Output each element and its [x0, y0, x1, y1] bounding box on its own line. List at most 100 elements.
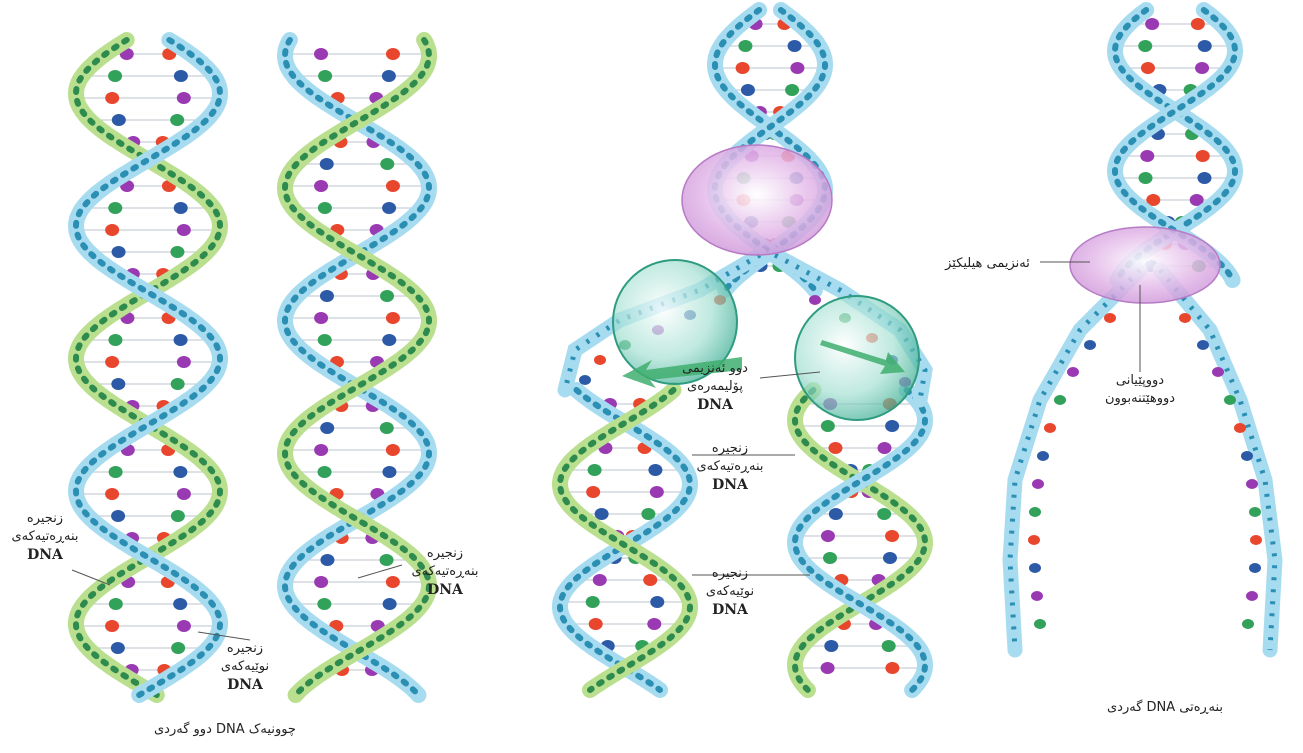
nucleotide-base — [1195, 62, 1209, 74]
new-strand-label: زنجیرە نوێیەکەی DNA — [195, 640, 295, 694]
nucleotide-base — [382, 334, 396, 346]
unpaired-base — [1179, 313, 1191, 323]
nucleotide-base — [111, 378, 125, 390]
dna-polymerase-right — [795, 296, 919, 420]
middle-new-strand-label: زنجیرە نوێیەکەی DNA — [680, 565, 780, 619]
unpaired-base — [1031, 591, 1043, 601]
nucleotide-base — [1145, 18, 1159, 30]
nucleotide-base — [828, 442, 842, 454]
nucleotide-base — [386, 180, 400, 192]
nucleotide-base — [1191, 18, 1205, 30]
unpaired-base — [1246, 591, 1258, 601]
nucleotide-base — [821, 530, 835, 542]
nucleotide-base — [177, 488, 191, 500]
nucleotide-base — [386, 48, 400, 60]
nucleotide-base — [588, 464, 602, 476]
nucleotide-base — [790, 62, 804, 74]
nucleotide-base — [883, 552, 897, 564]
nucleotide-base — [1198, 40, 1212, 52]
daughter-molecules-caption: دوو گەردی DNA چوونیەک — [100, 722, 350, 737]
unpaired-base — [1242, 619, 1254, 629]
unpaired-base — [1241, 451, 1253, 461]
left-parental-strand-label: زنجیرە بنەڕەتیەکەی DNA — [0, 510, 90, 564]
nucleotide-base — [320, 158, 334, 170]
nucleotide-base — [1197, 172, 1211, 184]
unpaired-base — [1044, 423, 1056, 433]
nucleotide-base — [318, 334, 332, 346]
replicating-dna-lower-right-helix — [795, 390, 925, 690]
unpaired-base — [1029, 563, 1041, 573]
nucleotide-base — [173, 598, 187, 610]
nucleotide-base — [829, 508, 843, 520]
unpaired-base — [1029, 507, 1041, 517]
nucleotide-base — [109, 466, 123, 478]
nucleotide-base — [788, 40, 802, 52]
unpaired-base — [1249, 507, 1261, 517]
nucleotide-base — [738, 40, 752, 52]
nucleotide-base — [648, 464, 662, 476]
nucleotide-base — [318, 466, 332, 478]
nucleotide-base — [823, 552, 837, 564]
nucleotide-base — [171, 642, 185, 654]
nucleotide-base — [317, 598, 331, 610]
nucleotide-base — [108, 202, 122, 214]
nucleotide-base — [785, 84, 799, 96]
unpaired-base — [1028, 535, 1040, 545]
nucleotide-base — [380, 554, 394, 566]
right-parental-strand-label: زنجیرە بنەڕەتیەکەی DNA — [395, 545, 495, 599]
nucleotide-base — [877, 508, 891, 520]
nucleotide-base — [108, 334, 122, 346]
nucleotide-base — [314, 576, 328, 588]
nucleotide-base — [1138, 40, 1152, 52]
nucleotide-base — [318, 70, 332, 82]
nucleotide-base — [105, 620, 119, 632]
nucleotide-base — [1196, 150, 1210, 162]
unpaired-base — [1034, 619, 1046, 629]
nucleotide-base — [174, 202, 188, 214]
unpaired-base — [1054, 395, 1066, 405]
nucleotide-base — [112, 114, 126, 126]
nucleotide-base — [174, 70, 188, 82]
unpaired-base — [579, 375, 591, 385]
nucleotide-base — [589, 618, 603, 630]
nucleotide-base — [177, 224, 191, 236]
nucleotide-base — [736, 62, 750, 74]
nucleotide-base — [885, 420, 899, 432]
nucleotide-base — [382, 466, 396, 478]
nucleotide-base — [111, 510, 125, 522]
backbone-strand-b — [795, 390, 925, 690]
nucleotide-base — [171, 378, 185, 390]
nucleotide-base — [105, 92, 119, 104]
nucleotide-base — [885, 530, 899, 542]
nucleotide-base — [314, 48, 328, 60]
unpaired-base — [1250, 535, 1262, 545]
nucleotide-base — [318, 202, 332, 214]
nucleotide-base — [320, 290, 334, 302]
nucleotide-base — [593, 574, 607, 586]
middle-parental-strand-label: زنجیرە بنەڕەتیەکەی DNA — [680, 440, 780, 494]
nucleotide-base — [586, 596, 600, 608]
nucleotide-base — [1140, 150, 1154, 162]
nucleotide-base — [173, 466, 187, 478]
hydrogen-bonds-label: دووپێیانی دووهێتنەبوون — [1080, 372, 1200, 408]
nucleotide-base — [108, 70, 122, 82]
replicating-dna-lower-left-helix — [560, 390, 690, 690]
nucleotide-base — [320, 422, 334, 434]
unpaired-base — [1246, 479, 1258, 489]
nucleotide-base — [380, 290, 394, 302]
unpaired-base — [1197, 340, 1209, 350]
nucleotide-base — [111, 642, 125, 654]
nucleotide-base — [741, 84, 755, 96]
nucleotide-base — [647, 618, 661, 630]
backbone-strand-b-texture — [795, 390, 925, 690]
unpaired-base — [1212, 367, 1224, 377]
nucleotide-base — [170, 246, 184, 258]
unpaired-base — [1224, 395, 1236, 405]
nucleotide-base — [314, 312, 328, 324]
nucleotide-base — [386, 312, 400, 324]
nucleotide-base — [650, 596, 664, 608]
unpaired-base — [1249, 563, 1261, 573]
nucleotide-base — [109, 598, 123, 610]
nucleotide-base — [382, 202, 396, 214]
nucleotide-base — [882, 640, 896, 652]
